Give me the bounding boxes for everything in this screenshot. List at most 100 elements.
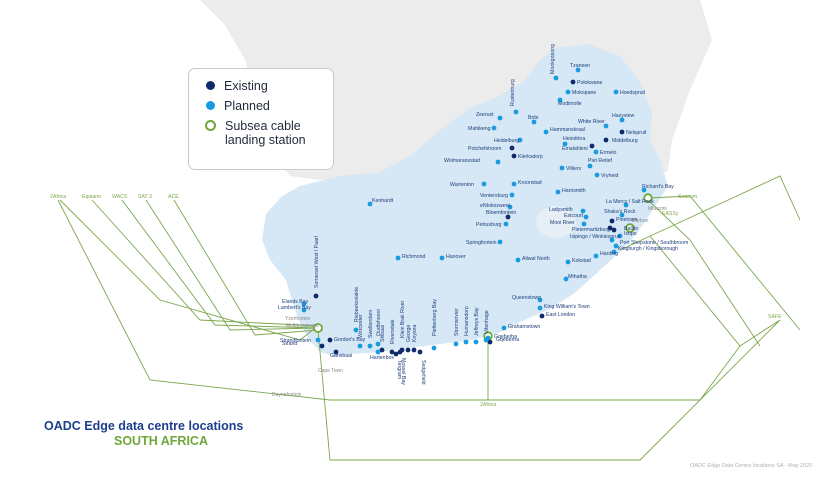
site-marker-existing (589, 143, 595, 149)
site-label: Hanover (446, 254, 466, 260)
site-marker-planned (439, 255, 445, 261)
site-marker-planned (507, 204, 513, 210)
site-label: Klerksdorp (518, 154, 543, 160)
landing-label-cape-town: Cape Town (318, 368, 343, 374)
site-label: Harding (600, 251, 618, 257)
site-label: Riversdale (390, 319, 396, 344)
site-marker-planned (513, 109, 519, 115)
site-marker-existing (570, 79, 576, 85)
site-label: Pietermaritzburg (572, 227, 610, 233)
site-marker-planned (473, 339, 479, 345)
site-marker-planned (509, 192, 515, 198)
site-label: Stormsrivier (454, 308, 460, 336)
site-label: Gqeberha (494, 334, 517, 340)
planned-dot-icon (206, 101, 215, 110)
site-marker-planned (565, 89, 571, 95)
site-label: Ermelo (600, 150, 617, 156)
site-label: Kokstad (572, 258, 591, 264)
cable-2africa-west (59, 199, 319, 341)
site-label: Rustenburg (510, 79, 516, 106)
site-label: Heidelburg (494, 138, 519, 144)
site-marker-planned (301, 307, 307, 313)
cable-label-sat3: SAT 3 (138, 194, 152, 200)
site-marker-planned (485, 335, 491, 341)
site-label: Lambert's Bay (278, 305, 311, 311)
site-marker-planned (503, 221, 509, 227)
site-marker-planned (543, 129, 549, 135)
site-marker-planned (367, 343, 373, 349)
cable-label-2africa-south: 2Africa (480, 402, 496, 408)
site-label: Springfontein (466, 240, 497, 246)
landing-label-durban: Durban (632, 218, 649, 224)
site-marker-planned (563, 276, 569, 282)
landing-station-mtunzini (643, 193, 653, 203)
site-marker-planned (315, 337, 321, 343)
site-marker-existing (333, 349, 339, 355)
site-label: Polokwane (577, 80, 602, 86)
site-label: Mookgopong (550, 44, 556, 74)
site-label: Queenstown (512, 295, 541, 301)
site-label: Elands Bay (282, 299, 309, 305)
site-label: Modimolle (558, 101, 582, 107)
site-label: Gordon's Bay (334, 337, 366, 343)
site-label: Piet Retief (588, 158, 612, 164)
site-marker-planned (495, 159, 501, 165)
site-marker-planned (581, 221, 587, 227)
site-label: Oudtshoorn (376, 309, 382, 336)
site-marker-planned (583, 214, 589, 220)
site-label: White River (578, 119, 605, 125)
cable-seacom (647, 195, 801, 331)
site-marker-planned (553, 75, 559, 81)
site-label: Somerset West / Paarl (314, 236, 320, 288)
site-label: Potchefstroom (468, 146, 501, 152)
site-marker-existing (411, 347, 417, 353)
site-marker-planned (453, 341, 459, 347)
site-marker-planned (575, 67, 581, 73)
site-label: Hammanskraal (550, 127, 585, 133)
landing-label-melkbosstrand: Melkbosstrand (286, 323, 319, 329)
site-marker-planned (587, 163, 593, 169)
landing-label-duynefontein: Duynefontein (272, 392, 302, 398)
site-label: Aliwal North (522, 256, 550, 262)
site-label: Richmond (402, 254, 425, 260)
landing-label-yzerfontein: Yzerfontein (285, 316, 311, 322)
site-marker-planned (623, 202, 629, 208)
site-label: Strandfontein (280, 338, 311, 344)
site-label: Ixipingo / Winklespruit (570, 234, 621, 240)
site-marker-existing (405, 347, 411, 353)
site-label: eNtokozweni (480, 203, 510, 209)
site-marker-planned (357, 343, 363, 349)
site-marker-planned (593, 253, 599, 259)
site-label: Tzaneen (570, 63, 590, 69)
site-label: Port Shepstone / Southbroom (620, 240, 688, 246)
site-marker-planned (619, 212, 625, 218)
site-marker-existing (509, 145, 515, 151)
site-label: Mossel Bay (400, 358, 406, 385)
cable-safe (317, 319, 781, 461)
cable-2africa-east (488, 235, 741, 401)
map-title: OADC Edge data centre locations (44, 419, 244, 433)
site-label: George (406, 325, 412, 342)
legend-planned-label: Planned (224, 99, 270, 113)
cable-ace (173, 199, 319, 336)
cable-wacs (121, 199, 319, 329)
site-marker-planned (594, 172, 600, 178)
site-marker-planned (641, 187, 647, 193)
site-marker-existing (619, 129, 625, 135)
site-label: Nelspruit (626, 130, 647, 136)
site-marker-existing (505, 214, 511, 220)
site-marker-planned (557, 97, 563, 103)
site-marker-existing (389, 349, 395, 355)
site-marker-existing (539, 313, 545, 319)
legend-existing-label: Existing (224, 79, 268, 93)
site-marker-existing (609, 218, 615, 224)
site-label: King William's Town (544, 304, 590, 310)
site-label: Uitenhage (484, 310, 490, 334)
site-marker-planned (537, 297, 543, 303)
site-marker-existing (611, 227, 617, 233)
legend-landing-label: Subsea cable landing station (225, 119, 306, 147)
site-label: Plettenberg Bay (432, 299, 438, 336)
site-label: Ventersburg (480, 193, 508, 199)
legend: Existing Planned Subsea cable landing st… (188, 68, 334, 170)
site-label: Ballito (624, 226, 638, 232)
